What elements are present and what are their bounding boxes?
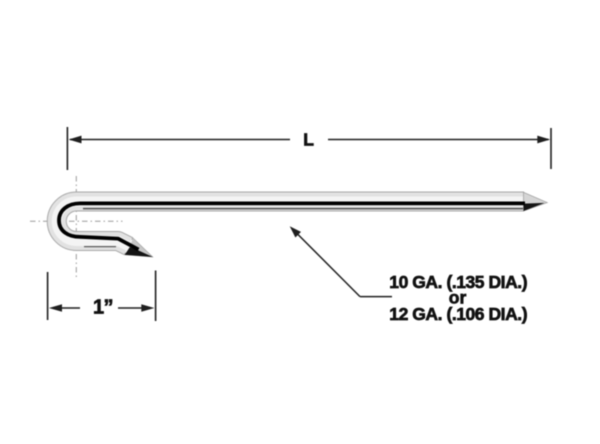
svg-text:”: ” [104,297,114,319]
svg-text:or: or [449,287,467,307]
svg-text:10 GA. (.135 DIA.): 10 GA. (.135 DIA.) [389,272,527,292]
svg-text:L: L [303,130,314,150]
svg-text:1: 1 [93,297,104,319]
svg-text:12 GA. (.106 DIA.): 12 GA. (.106 DIA.) [389,304,527,324]
